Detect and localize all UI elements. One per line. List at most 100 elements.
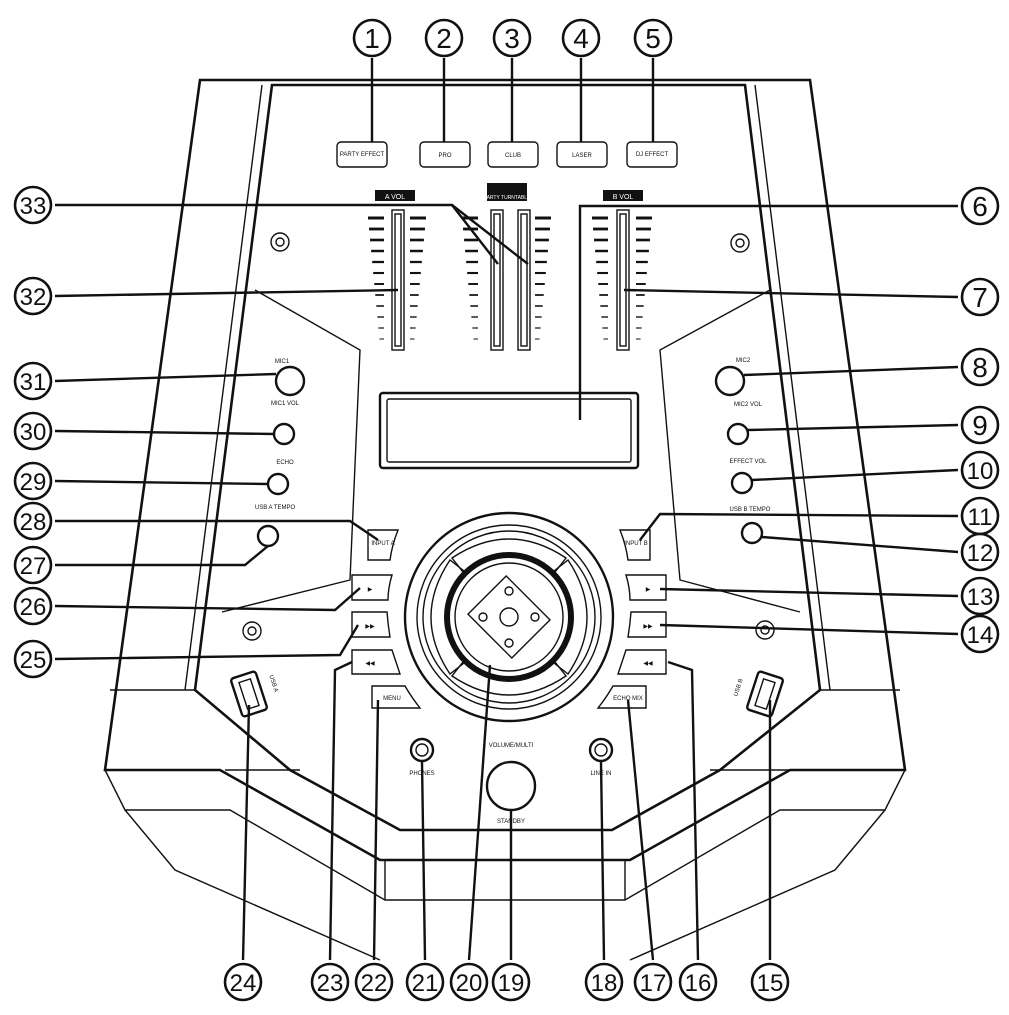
callout-number: 2 — [436, 23, 452, 54]
callout-circle — [960, 532, 1000, 572]
callout-circle — [750, 962, 790, 1002]
callout-3: 3 — [492, 18, 532, 58]
callout-15: 15 — [750, 962, 790, 1002]
callout-circle — [960, 614, 1000, 654]
callout-circle — [13, 361, 53, 401]
callout-number: 20 — [456, 970, 483, 997]
callout-circle — [561, 18, 601, 58]
menu-button[interactable]: MENU — [371, 685, 422, 709]
svg-text:▶▶: ▶▶ — [365, 624, 375, 630]
mic2-label: MIC2 — [736, 358, 751, 364]
callout-number: 27 — [20, 553, 47, 580]
svg-text:▶: ▶ — [368, 587, 373, 593]
dj-effect-button[interactable]: DJ EFFECT — [626, 141, 678, 168]
party-effect-button[interactable]: PARTY EFFECT — [336, 141, 388, 168]
b-vol-fader[interactable] — [616, 209, 630, 351]
party-turntable-label: PARTY TURNTABLE — [484, 195, 531, 201]
callout-11: 11 — [960, 496, 1000, 536]
callout-number: 21 — [412, 970, 439, 997]
callout-number: 31 — [20, 369, 47, 396]
a-vol-fader[interactable] — [391, 209, 405, 351]
leader-line-28 — [55, 519, 379, 541]
effect-knob[interactable]: EFFECT VOL — [726, 422, 767, 465]
callout-circle — [678, 962, 718, 1002]
laser-button[interactable]: LASER — [556, 141, 608, 168]
callout-27: 27 — [13, 545, 53, 585]
callout-28: 28 — [13, 501, 53, 541]
prev-b-button[interactable]: ◀◀ — [617, 649, 667, 675]
mic1-vol-knob[interactable]: MIC1 MIC1 VOL — [271, 359, 306, 407]
club-label: CLUB — [505, 153, 521, 159]
next-a-button[interactable]: ▶▶ — [351, 611, 391, 638]
callout-29: 29 — [13, 461, 53, 501]
usb-a-port[interactable]: USB A — [230, 670, 279, 718]
callout-16: 16 — [678, 962, 718, 1002]
callout-number: 33 — [20, 193, 47, 220]
next-b-button[interactable]: ▶▶ — [627, 611, 667, 638]
callout-26: 26 — [13, 586, 53, 626]
pro-button[interactable]: PRO — [419, 141, 471, 168]
party-effect-label: PARTY EFFECT — [340, 152, 385, 158]
leader-line-24 — [241, 704, 251, 961]
leader-line-7 — [623, 288, 959, 299]
usb-b-tempo-knob[interactable] — [740, 521, 764, 545]
turntable-fader-right[interactable] — [517, 209, 531, 351]
usb-a-tempo-knob[interactable] — [256, 524, 280, 548]
usb-b-port[interactable]: USB B — [733, 670, 784, 718]
callout-circle — [13, 461, 53, 501]
callout-number: 7 — [972, 282, 988, 313]
callout-22: 22 — [354, 962, 394, 1002]
callout-8: 8 — [960, 347, 1000, 387]
turntable-fader-left[interactable] — [490, 209, 504, 351]
speaker-body — [103, 78, 907, 961]
callout-circle — [449, 962, 489, 1002]
leader-line-6 — [578, 204, 958, 420]
leader-line-25 — [54, 624, 360, 661]
callout-25: 25 — [13, 639, 53, 679]
leader-line-10 — [751, 468, 959, 482]
callout-circle — [354, 962, 394, 1002]
play-pause-b-button[interactable]: ▶ — [625, 574, 667, 601]
pro-label: PRO — [438, 153, 451, 159]
callout-19: 19 — [491, 962, 531, 1002]
mic2-vol-label: MIC2 VOL — [734, 402, 763, 408]
input-a-label: INPUT A — [371, 541, 394, 547]
jog-wheel[interactable] — [403, 511, 615, 723]
callout-circle — [13, 586, 53, 626]
input-b-button[interactable]: INPUT B — [618, 529, 651, 561]
leader-line-9 — [747, 423, 959, 432]
lcd-display — [378, 391, 640, 470]
callout-number: 8 — [972, 352, 988, 383]
callout-4: 4 — [561, 18, 601, 58]
mic1-vol-label: MIC1 VOL — [271, 401, 300, 407]
mic2-vol-knob[interactable]: MIC2 MIC2 VOL — [714, 358, 763, 408]
input-a-button[interactable]: INPUT A — [367, 529, 400, 561]
leader-line-27 — [55, 545, 269, 567]
input-b-label: INPUT B — [624, 541, 648, 547]
play-pause-a-button[interactable]: ▶ — [351, 574, 393, 601]
echo-level-knob[interactable]: USB A TEMPO — [255, 472, 296, 511]
volume-multi-label: VOLUME/MULTI — [489, 743, 534, 749]
club-button[interactable]: CLUB — [487, 141, 539, 168]
callout-circle — [13, 276, 53, 316]
callout-circle — [584, 962, 624, 1002]
leader-line-14 — [659, 623, 959, 636]
effect-vol-knob[interactable]: USB B TEMPO — [730, 471, 771, 513]
usb-a-label: USB A — [267, 674, 278, 693]
svg-text:◀◀: ◀◀ — [365, 661, 375, 667]
usb-b-label: USB B — [733, 678, 744, 697]
echo-knob[interactable]: ECHO — [272, 422, 296, 466]
callout-17: 17 — [633, 962, 673, 1002]
callout-number: 30 — [20, 419, 47, 446]
leader-line-33 — [55, 203, 499, 265]
callout-number: 12 — [967, 540, 994, 567]
callout-circle — [960, 347, 1000, 387]
callout-number: 14 — [967, 622, 994, 649]
prev-a-button[interactable]: ◀◀ — [351, 649, 401, 675]
callout-circle — [960, 576, 1000, 616]
leader-line-30 — [54, 429, 275, 436]
echo-mix-button[interactable]: ECHO MIX — [596, 685, 647, 709]
callout-circle — [352, 18, 392, 58]
